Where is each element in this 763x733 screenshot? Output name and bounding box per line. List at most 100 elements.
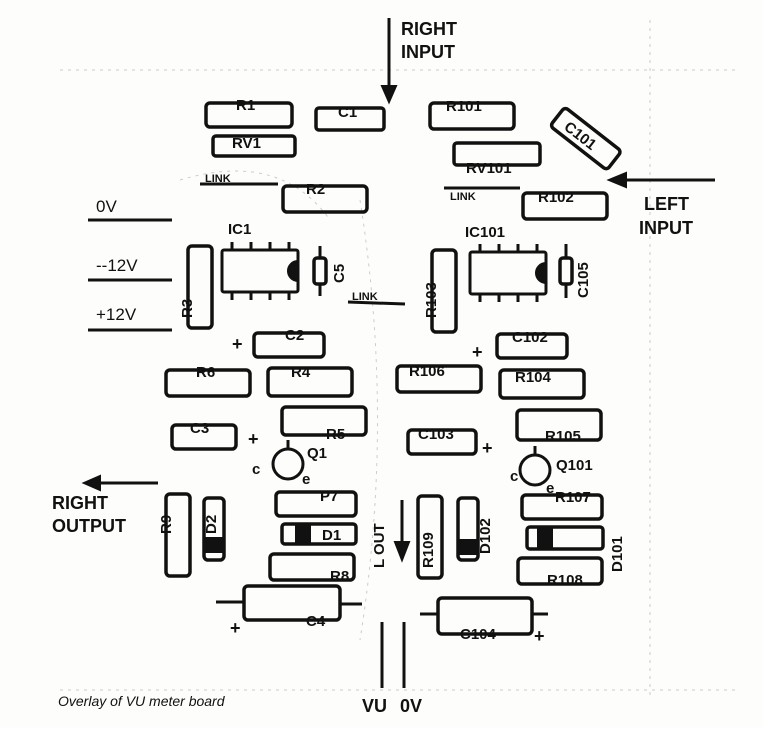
resistor-r101: R101 bbox=[428, 98, 516, 131]
r9-label: R9 bbox=[158, 515, 175, 534]
capacitor-c5: C5 bbox=[312, 246, 348, 296]
c103-plus: + bbox=[482, 438, 493, 458]
left-input-line2: INPUT bbox=[639, 218, 693, 238]
l-out-label: L OUT bbox=[371, 523, 388, 568]
p7-label: P7 bbox=[320, 488, 338, 505]
c3-label: C3 bbox=[190, 420, 209, 437]
c103-label: C103 bbox=[418, 426, 454, 443]
rv1-label: RV1 bbox=[232, 135, 261, 152]
right-input-line2: INPUT bbox=[401, 42, 455, 62]
diode-d101: D101 bbox=[525, 525, 626, 572]
resistor-p7: P7 bbox=[274, 488, 358, 518]
capacitor-c103: C103 + bbox=[406, 426, 493, 458]
resistor-r3: R3 bbox=[179, 244, 214, 330]
c2-label: C2 bbox=[285, 327, 304, 344]
resistor-r105: R105 bbox=[515, 408, 603, 445]
capacitor-c2: + C2 bbox=[232, 327, 326, 359]
resistor-r104: R104 bbox=[498, 368, 586, 400]
ic101-label: IC101 bbox=[465, 224, 505, 241]
d2-label: D2 bbox=[203, 515, 220, 534]
capacitor-c104: C104 + bbox=[420, 596, 548, 646]
supply-rails: 0V --12V +12V bbox=[88, 197, 172, 332]
q101-label: Q101 bbox=[556, 457, 593, 474]
left-input-line1: LEFT bbox=[644, 194, 689, 214]
c4-plus: + bbox=[230, 618, 241, 638]
link-3-label: LINK bbox=[352, 291, 378, 303]
q1-e-label: e bbox=[302, 471, 310, 488]
preset-rv101: RV101 bbox=[452, 141, 542, 177]
r1-label: R1 bbox=[236, 97, 255, 114]
resistor-r109: R109 bbox=[416, 494, 444, 580]
ic101: IC101 bbox=[465, 224, 548, 302]
r6-label: R6 bbox=[196, 364, 215, 381]
r2-label: R2 bbox=[306, 181, 325, 198]
rail-pos12-label: +12V bbox=[96, 305, 137, 324]
rv101-label: RV101 bbox=[466, 160, 512, 177]
diode-d1: D1 bbox=[280, 522, 358, 546]
c2-plus: + bbox=[232, 334, 243, 354]
l-out: L OUT bbox=[371, 500, 411, 568]
resistor-r5: R5 bbox=[280, 405, 368, 443]
zero-v-label: 0V bbox=[400, 696, 422, 716]
rail-0v-label: 0V bbox=[96, 197, 117, 216]
r104-label: R104 bbox=[515, 369, 552, 386]
capacitor-c101: C101 bbox=[549, 106, 622, 171]
resistor-r6: R6 bbox=[164, 364, 252, 398]
resistor-r9: R9 bbox=[158, 492, 192, 578]
faint-tracks bbox=[60, 20, 735, 700]
capacitor-c105: C105 bbox=[558, 244, 592, 298]
right-output: RIGHT OUTPUT bbox=[52, 474, 158, 536]
link-2: LINK bbox=[444, 186, 520, 203]
d102-label: D102 bbox=[477, 518, 494, 554]
right-input: RIGHT INPUT bbox=[380, 18, 457, 105]
resistor-r4: R4 bbox=[266, 364, 354, 398]
left-input: LEFT INPUT bbox=[606, 171, 715, 238]
d101-label: D101 bbox=[609, 536, 626, 572]
ic1: IC1 bbox=[220, 221, 300, 300]
c105-label: C105 bbox=[575, 262, 592, 298]
capacitor-c4: C4 + bbox=[216, 584, 362, 638]
r109-label: R109 bbox=[420, 532, 437, 568]
right-output-line1: RIGHT bbox=[52, 493, 108, 513]
vu-output-leads: VU 0V bbox=[362, 622, 422, 716]
r103-label: R103 bbox=[423, 282, 440, 318]
resistor-r2: R2 bbox=[281, 181, 369, 214]
resistor-r102: R102 bbox=[521, 189, 609, 221]
r102-label: R102 bbox=[538, 189, 574, 206]
resistor-r108: R108 bbox=[516, 556, 604, 589]
r101-label: R101 bbox=[446, 98, 482, 115]
rail-neg12-label: --12V bbox=[96, 256, 138, 275]
link-1-label: LINK bbox=[205, 173, 231, 185]
capacitor-c3: C3 + bbox=[170, 420, 259, 451]
transistor-q1: Q1 c e bbox=[252, 440, 327, 488]
vu-label: VU bbox=[362, 696, 387, 716]
c102-plus: + bbox=[472, 342, 483, 362]
c3-plus: + bbox=[248, 429, 259, 449]
r8-label: R8 bbox=[330, 568, 349, 585]
q101-e-label: e bbox=[546, 480, 554, 497]
q101-c-label: c bbox=[510, 468, 518, 485]
diode-d102: D102 bbox=[456, 496, 494, 562]
c104-plus: + bbox=[534, 626, 545, 646]
capacitor-c102: + C102 bbox=[472, 329, 569, 362]
link-3: LINK bbox=[347, 291, 406, 306]
r5-label: R5 bbox=[326, 426, 345, 443]
link-2-label: LINK bbox=[450, 191, 476, 203]
right-output-line2: OUTPUT bbox=[52, 516, 126, 536]
transistor-q101: Q101 c e bbox=[510, 446, 593, 497]
resistor-r1: R1 bbox=[204, 97, 294, 129]
r107-label: R107 bbox=[555, 489, 591, 506]
right-input-line1: RIGHT bbox=[401, 19, 457, 39]
c4-label: C4 bbox=[306, 613, 326, 630]
c104-label: C104 bbox=[460, 626, 497, 643]
caption: Overlay of VU meter board bbox=[58, 693, 226, 709]
link-1: LINK bbox=[200, 173, 278, 186]
resistor-r8: R8 bbox=[268, 552, 356, 585]
r105-label: R105 bbox=[545, 428, 581, 445]
diode-d2: D2 bbox=[202, 496, 226, 562]
r108-label: R108 bbox=[547, 572, 583, 589]
resistor-r107: R107 bbox=[520, 489, 604, 521]
q1-label: Q1 bbox=[307, 445, 327, 462]
c1-label: C1 bbox=[338, 104, 357, 121]
r4-label: R4 bbox=[291, 364, 311, 381]
